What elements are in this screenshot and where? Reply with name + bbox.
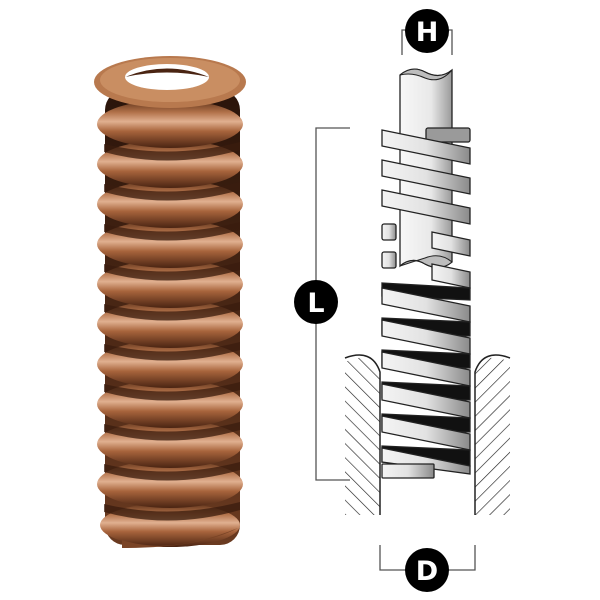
housing-right-wall (474, 354, 511, 515)
label-l-text: L (307, 288, 324, 319)
housing-left-wall (344, 354, 381, 515)
spring-dimension-diagram: H L D (294, 9, 511, 592)
spring-coils-lower (381, 282, 471, 479)
copper-spring-photo (94, 56, 246, 548)
spring-coils-upper (381, 127, 471, 289)
label-d-badge: D (405, 548, 449, 592)
label-l-badge: L (294, 280, 338, 324)
label-h-text: H (416, 17, 439, 48)
label-h-badge: H (405, 9, 449, 53)
label-d-text: D (416, 556, 438, 587)
